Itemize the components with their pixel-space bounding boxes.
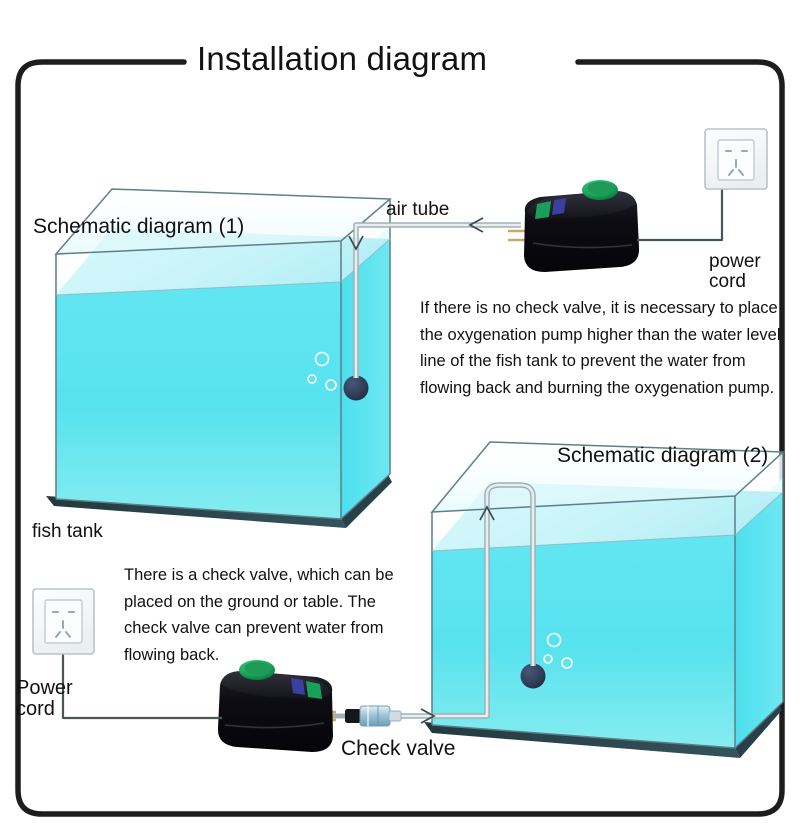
flow-arrow-icon xyxy=(468,217,484,233)
power-cord-2 xyxy=(61,654,222,720)
air-stone-icon xyxy=(520,663,546,689)
power-cord-label-bottom: Power cord xyxy=(16,677,73,720)
check-valve-label: Check valve xyxy=(341,737,456,760)
bubbles-icon xyxy=(307,351,337,391)
power-cord-1 xyxy=(637,189,724,242)
schematic-1-heading: Schematic diagram (1) xyxy=(33,215,245,238)
air-pump-icon-top xyxy=(508,180,640,272)
air-tube-2 xyxy=(349,482,536,724)
fish-tank-1 xyxy=(46,188,392,528)
air-stone-icon xyxy=(343,375,369,401)
power-outlet-icon-bottom xyxy=(32,588,95,655)
air-tube-1 xyxy=(348,217,521,378)
power-cord-label-top: power cord xyxy=(709,251,761,292)
fish-tank-label: fish tank xyxy=(32,521,103,542)
fish-tank-2 xyxy=(424,441,785,758)
check-valve-note: There is a check valve, which can be pla… xyxy=(124,566,394,664)
page-title: Installation diagram xyxy=(197,40,488,77)
air-pump-icon-bottom xyxy=(217,660,336,752)
flow-arrow-icon xyxy=(420,708,436,724)
page-border xyxy=(15,59,785,817)
bubbles-icon xyxy=(543,632,573,669)
flow-arrow-icon xyxy=(348,235,364,251)
flow-arrow-icon xyxy=(479,505,495,521)
schematic-2-heading: Schematic diagram (2) xyxy=(557,444,769,467)
check-valve-icon xyxy=(328,705,402,727)
no-check-valve-note: If there is no check valve, it is necess… xyxy=(420,299,781,397)
air-tube-label: air tube xyxy=(386,199,450,220)
power-outlet-icon-top xyxy=(704,128,768,190)
